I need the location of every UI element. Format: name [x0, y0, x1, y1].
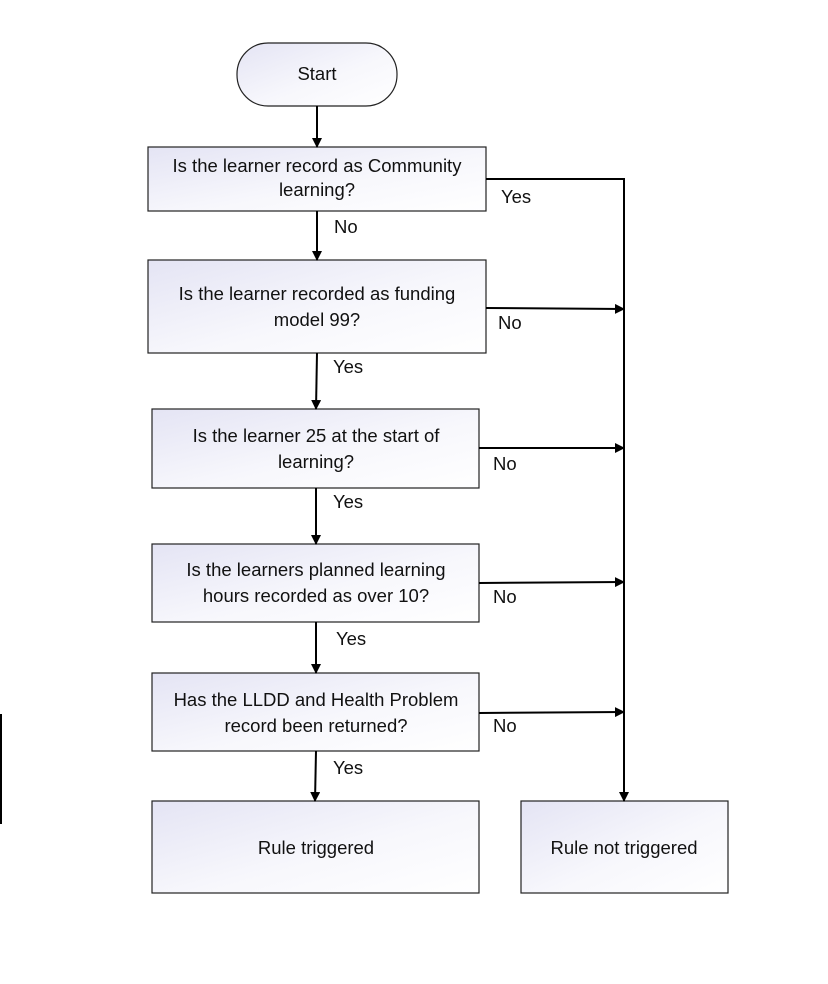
- decision-lldd-record-line-1: Has the LLDD and Health Problem: [174, 689, 459, 710]
- arrow-q4-no-to-right: [478, 577, 625, 588]
- decision-community-learning: Is the learner record as Community learn…: [147, 146, 487, 212]
- decision-lldd-record: Has the LLDD and Health Problem record b…: [151, 672, 480, 752]
- label-q3-no: No: [493, 453, 517, 474]
- label-q2-no: No: [498, 312, 522, 333]
- start-text: Start: [297, 63, 336, 84]
- start-node: Start: [236, 42, 398, 107]
- decision-planned-hours-line-2: hours recorded as over 10?: [203, 585, 429, 606]
- decision-age-25-line-2: learning?: [278, 451, 354, 472]
- label-q1-yes: Yes: [501, 186, 531, 207]
- decision-planned-hours-line-1: Is the learners planned learning: [186, 559, 445, 580]
- label-q5-no: No: [493, 715, 517, 736]
- decision-age-25: Is the learner 25 at the start of learni…: [151, 408, 480, 489]
- label-q5-yes: Yes: [333, 757, 363, 778]
- arrow-q5-to-triggered: [310, 750, 321, 802]
- rule-not-triggered-text: Rule not triggered: [550, 837, 697, 858]
- label-q2-yes: Yes: [333, 356, 363, 377]
- decision-lldd-record-line-2: record been returned?: [224, 715, 407, 736]
- decision-funding-model-99-line-2: model 99?: [274, 309, 360, 330]
- decision-age-25-line-1: Is the learner 25 at the start of: [193, 425, 441, 446]
- rule-triggered-node: Rule triggered: [151, 800, 480, 894]
- decision-community-learning-line-1: Is the learner record as Community: [173, 155, 463, 176]
- rule-triggered-text: Rule triggered: [258, 837, 374, 858]
- label-q1-no: No: [334, 216, 358, 237]
- arrow-q5-no-to-right: [478, 707, 625, 718]
- arrow-q2-to-q3: [311, 352, 322, 410]
- rule-not-triggered-node: Rule not triggered: [520, 800, 729, 894]
- label-q3-yes: Yes: [333, 491, 363, 512]
- label-q4-yes: Yes: [336, 628, 366, 649]
- arrow-q2-no-to-right: [485, 303, 625, 314]
- decision-planned-hours: Is the learners planned learning hours r…: [151, 543, 480, 623]
- decision-funding-model-99-line-1: Is the learner recorded as funding: [179, 283, 456, 304]
- label-q4-no: No: [493, 586, 517, 607]
- decision-community-learning-line-2: learning?: [279, 179, 355, 200]
- arrow-q1-yes-to-not-triggered: [486, 178, 629, 802]
- decision-funding-model-99: Is the learner recorded as funding model…: [147, 259, 487, 354]
